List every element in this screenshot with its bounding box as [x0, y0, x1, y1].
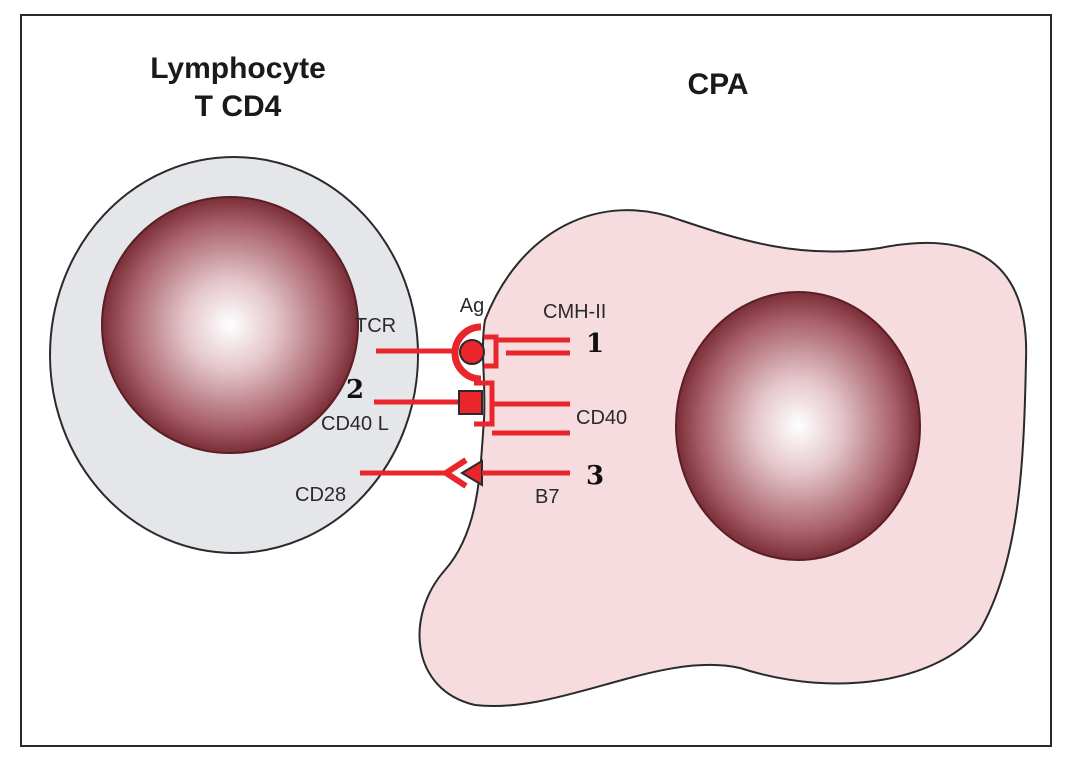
lymphocyte-cell	[49, 156, 419, 554]
b7-label: B7	[535, 486, 559, 508]
interaction-number-2: 2	[346, 375, 364, 405]
lymphocyte-title-line1: Lymphocyte	[150, 52, 326, 85]
tcr-ag-cmh-interaction	[376, 323, 570, 383]
cd40l-label: CD40 L	[321, 413, 389, 435]
cd28-b7-interaction	[360, 457, 570, 489]
lymphocyte-nucleus	[101, 196, 359, 454]
cpa-cell	[418, 209, 1028, 708]
cmh-ii-bracket	[484, 334, 499, 369]
lymphocyte-title-line2: T CD4	[195, 90, 282, 123]
cd40l-square-icon	[458, 390, 483, 415]
cmh-ii-label: CMH-II	[543, 301, 606, 323]
antigen-icon	[459, 339, 485, 365]
interaction-number-1: 1	[586, 329, 604, 359]
cd28-chevron	[440, 457, 468, 489]
interaction-number-3: 3	[586, 461, 604, 491]
ag-label: Ag	[460, 295, 484, 317]
tcr-cup	[451, 323, 482, 383]
cd40-label: CD40	[576, 407, 627, 429]
cd40l-cd40-interaction	[374, 380, 570, 436]
cd28-label: CD28	[295, 484, 346, 506]
cpa-nucleus	[675, 291, 921, 561]
tcr-label: TCR	[355, 315, 396, 337]
cpa-title: CPA	[687, 68, 748, 101]
